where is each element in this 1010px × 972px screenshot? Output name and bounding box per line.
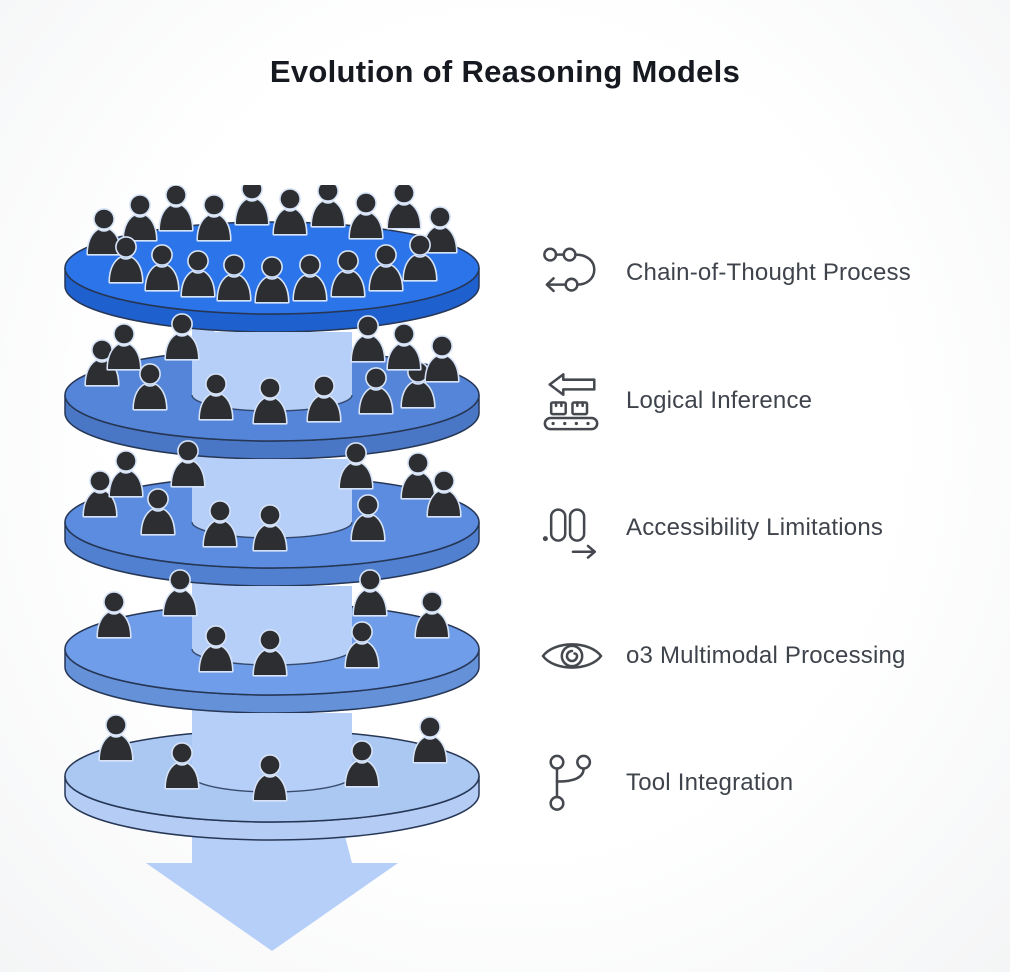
disk-level-2	[64, 313, 480, 460]
person-icon	[164, 313, 200, 361]
person-icon	[306, 375, 342, 423]
person-icon	[292, 254, 328, 302]
person-icon	[164, 742, 200, 790]
person-icon	[252, 629, 288, 677]
branch-icon	[538, 749, 606, 817]
route-icon	[538, 239, 606, 307]
person-icon	[400, 452, 436, 500]
person-icon	[162, 569, 198, 617]
legend-item-accessibility-limitations: Accessibility Limitations	[538, 493, 911, 563]
person-icon	[180, 250, 216, 298]
person-icon	[252, 754, 288, 802]
disk-level-3	[64, 440, 480, 587]
disk-level-5	[64, 713, 480, 841]
decimal-icon	[538, 494, 606, 562]
person-icon	[344, 740, 380, 788]
person-icon	[426, 470, 462, 518]
person-icon	[348, 192, 384, 240]
disk-level-1	[64, 185, 480, 333]
person-icon	[196, 194, 232, 242]
person-icon	[310, 185, 346, 228]
legend-label: Logical Inference	[626, 386, 813, 414]
person-icon	[96, 591, 132, 639]
person-icon	[414, 591, 450, 639]
person-icon	[108, 236, 144, 284]
person-icon	[368, 244, 404, 292]
person-icon	[386, 323, 422, 371]
person-icon	[170, 440, 206, 488]
person-icon	[86, 208, 122, 256]
conveyor-icon	[538, 367, 606, 435]
legend-item-o3-multimodal: o3 Multimodal Processing	[538, 621, 911, 691]
legend-label: Accessibility Limitations	[626, 514, 884, 541]
person-icon	[350, 315, 386, 363]
legend-label: o3 Multimodal Processing	[626, 641, 906, 669]
person-icon	[330, 250, 366, 298]
person-icon	[132, 363, 168, 411]
person-icon	[344, 621, 380, 669]
person-icon	[352, 569, 388, 617]
person-icon	[338, 442, 374, 490]
person-icon	[108, 450, 144, 498]
legend-label: Tool Integration	[626, 769, 794, 796]
person-icon	[252, 504, 288, 552]
person-icon	[402, 234, 438, 282]
legend-item-logical-inference: Logical Inference	[538, 366, 911, 436]
person-icon	[400, 361, 436, 409]
page-title: Evolution of Reasoning Models	[269, 54, 741, 89]
person-icon	[158, 185, 194, 232]
person-icon	[198, 373, 234, 421]
person-icon	[272, 188, 308, 236]
person-icon	[140, 488, 176, 536]
person-icon	[252, 377, 288, 425]
person-icon	[254, 256, 290, 304]
person-icon	[122, 194, 158, 242]
funnel-diagram	[64, 185, 480, 951]
legend-label: Chain-of-Thought Process	[626, 259, 911, 286]
person-icon	[424, 335, 460, 383]
legend-item-tool-integration: Tool Integration	[538, 748, 911, 818]
person-icon	[358, 367, 394, 415]
person-icon	[350, 494, 386, 542]
eye-icon	[538, 622, 606, 690]
person-icon	[198, 625, 234, 673]
person-icon	[202, 500, 238, 548]
disk-level-4	[64, 569, 480, 714]
person-icon	[234, 185, 270, 226]
person-icon	[412, 716, 448, 764]
person-icon	[82, 470, 118, 518]
person-icon	[386, 185, 422, 230]
legend: Chain-of-Thought Process Logical Inferen…	[538, 238, 911, 818]
person-icon	[106, 323, 142, 371]
person-icon	[98, 714, 134, 762]
person-icon	[216, 254, 252, 302]
person-icon	[144, 244, 180, 292]
legend-item-chain-of-thought: Chain-of-Thought Process	[538, 238, 911, 308]
